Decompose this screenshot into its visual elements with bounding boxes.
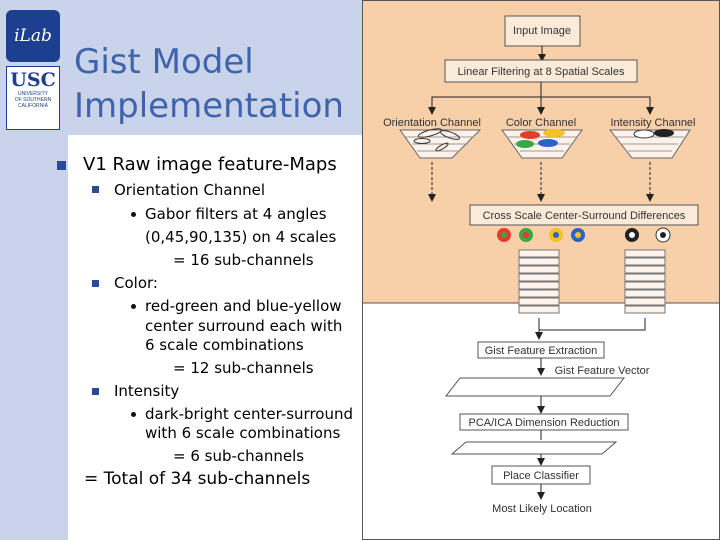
input-image-label: Input Image	[513, 25, 571, 37]
color-detail-3: 6 scale combinations	[145, 336, 304, 354]
ilab-logo-text: iLab	[14, 26, 52, 46]
bullet-dot-icon	[131, 412, 136, 417]
gist-model-diagram: Input Image Linear Filtering at 8 Spatia…	[362, 0, 720, 540]
arrow	[428, 96, 541, 115]
feature-maps-left	[518, 249, 560, 314]
color-detail-4: = 12 sub-channels	[173, 359, 314, 377]
intensity-stack	[608, 129, 691, 159]
cross-scale-box	[469, 204, 699, 226]
reduced-vector-shape	[450, 441, 618, 455]
orientation-detail-1: Gabor filters at 4 angles	[145, 205, 327, 223]
color-stack	[501, 129, 583, 159]
bullet-square-icon	[92, 280, 99, 287]
usc-logo-sub1: UNIVERSITY	[17, 91, 48, 97]
bullet-dot-icon	[131, 304, 136, 309]
color-detail-2: center surround each with	[145, 317, 343, 335]
intensity-detail-2: with 6 scale combinations	[145, 424, 341, 442]
pca-box	[459, 413, 629, 431]
slide-title-line2: Implementation	[74, 86, 344, 126]
slide-title: Gist Model Implementation	[74, 40, 344, 128]
gist-extraction-label: Gist Feature Extraction	[485, 345, 598, 357]
color-detail-1: red-green and blue-yellow	[145, 297, 342, 315]
usc-logo-sub2: OF SOUTHERN	[14, 97, 52, 103]
feature-maps-right	[624, 249, 666, 314]
usc-logo: USC UNIVERSITY OF SOUTHERN CALIFORNIA	[6, 66, 60, 130]
orientation-detail-3: = 16 sub-channels	[173, 251, 314, 269]
bullet-dot-icon	[131, 212, 136, 217]
usc-logo-text: USC	[10, 69, 56, 91]
ilab-logo: iLab	[6, 10, 60, 62]
most-likely-location-label: Most Likely Location	[492, 503, 592, 515]
orientation-channel-label: Orientation Channel	[383, 117, 481, 129]
place-classifier-label: Place Classifier	[503, 470, 579, 482]
usc-logo-sub3: CALIFORNIA	[17, 103, 48, 109]
slide-title-line1: Gist Model	[74, 42, 254, 82]
gist-vector-label: Gist Feature Vector	[555, 365, 650, 377]
intensity-detail-1: dark-bright center-surround	[145, 405, 354, 423]
yellow-blob	[543, 129, 565, 137]
intensity-detail-3: = 6 sub-channels	[173, 447, 305, 465]
red-blob	[520, 131, 540, 139]
arrow	[541, 96, 654, 115]
arrow	[539, 318, 646, 331]
bullet-square-icon	[92, 186, 99, 193]
cross-scale-label: Cross Scale Center-Surround Differences	[483, 210, 686, 222]
title-band	[68, 0, 368, 135]
bullet-color: Color:	[114, 274, 158, 292]
color-channel-label: Color Channel	[506, 117, 576, 129]
orientation-detail-2: (0,45,90,135) on 4 scales	[145, 228, 337, 246]
linear-filtering-label: Linear Filtering at 8 Spatial Scales	[458, 66, 625, 78]
center-surround-icons	[497, 227, 671, 243]
bullet-total: = Total of 34 sub-channels	[84, 469, 311, 489]
input-image-box	[504, 15, 581, 47]
orientation-stack	[399, 128, 482, 159]
bullet-square-icon	[92, 388, 99, 395]
pca-label: PCA/ICA Dimension Reduction	[468, 417, 619, 429]
bullet-v1: V1 Raw image feature-Maps	[83, 154, 337, 175]
intensity-channel-label: Intensity Channel	[611, 117, 696, 129]
blue-blob	[538, 139, 558, 147]
bullet-orientation: Orientation Channel	[114, 181, 266, 199]
bullet-square-icon	[57, 161, 66, 170]
gist-vector-shape	[444, 377, 626, 397]
green-blob	[516, 140, 534, 148]
bullet-intensity: Intensity	[114, 382, 180, 400]
